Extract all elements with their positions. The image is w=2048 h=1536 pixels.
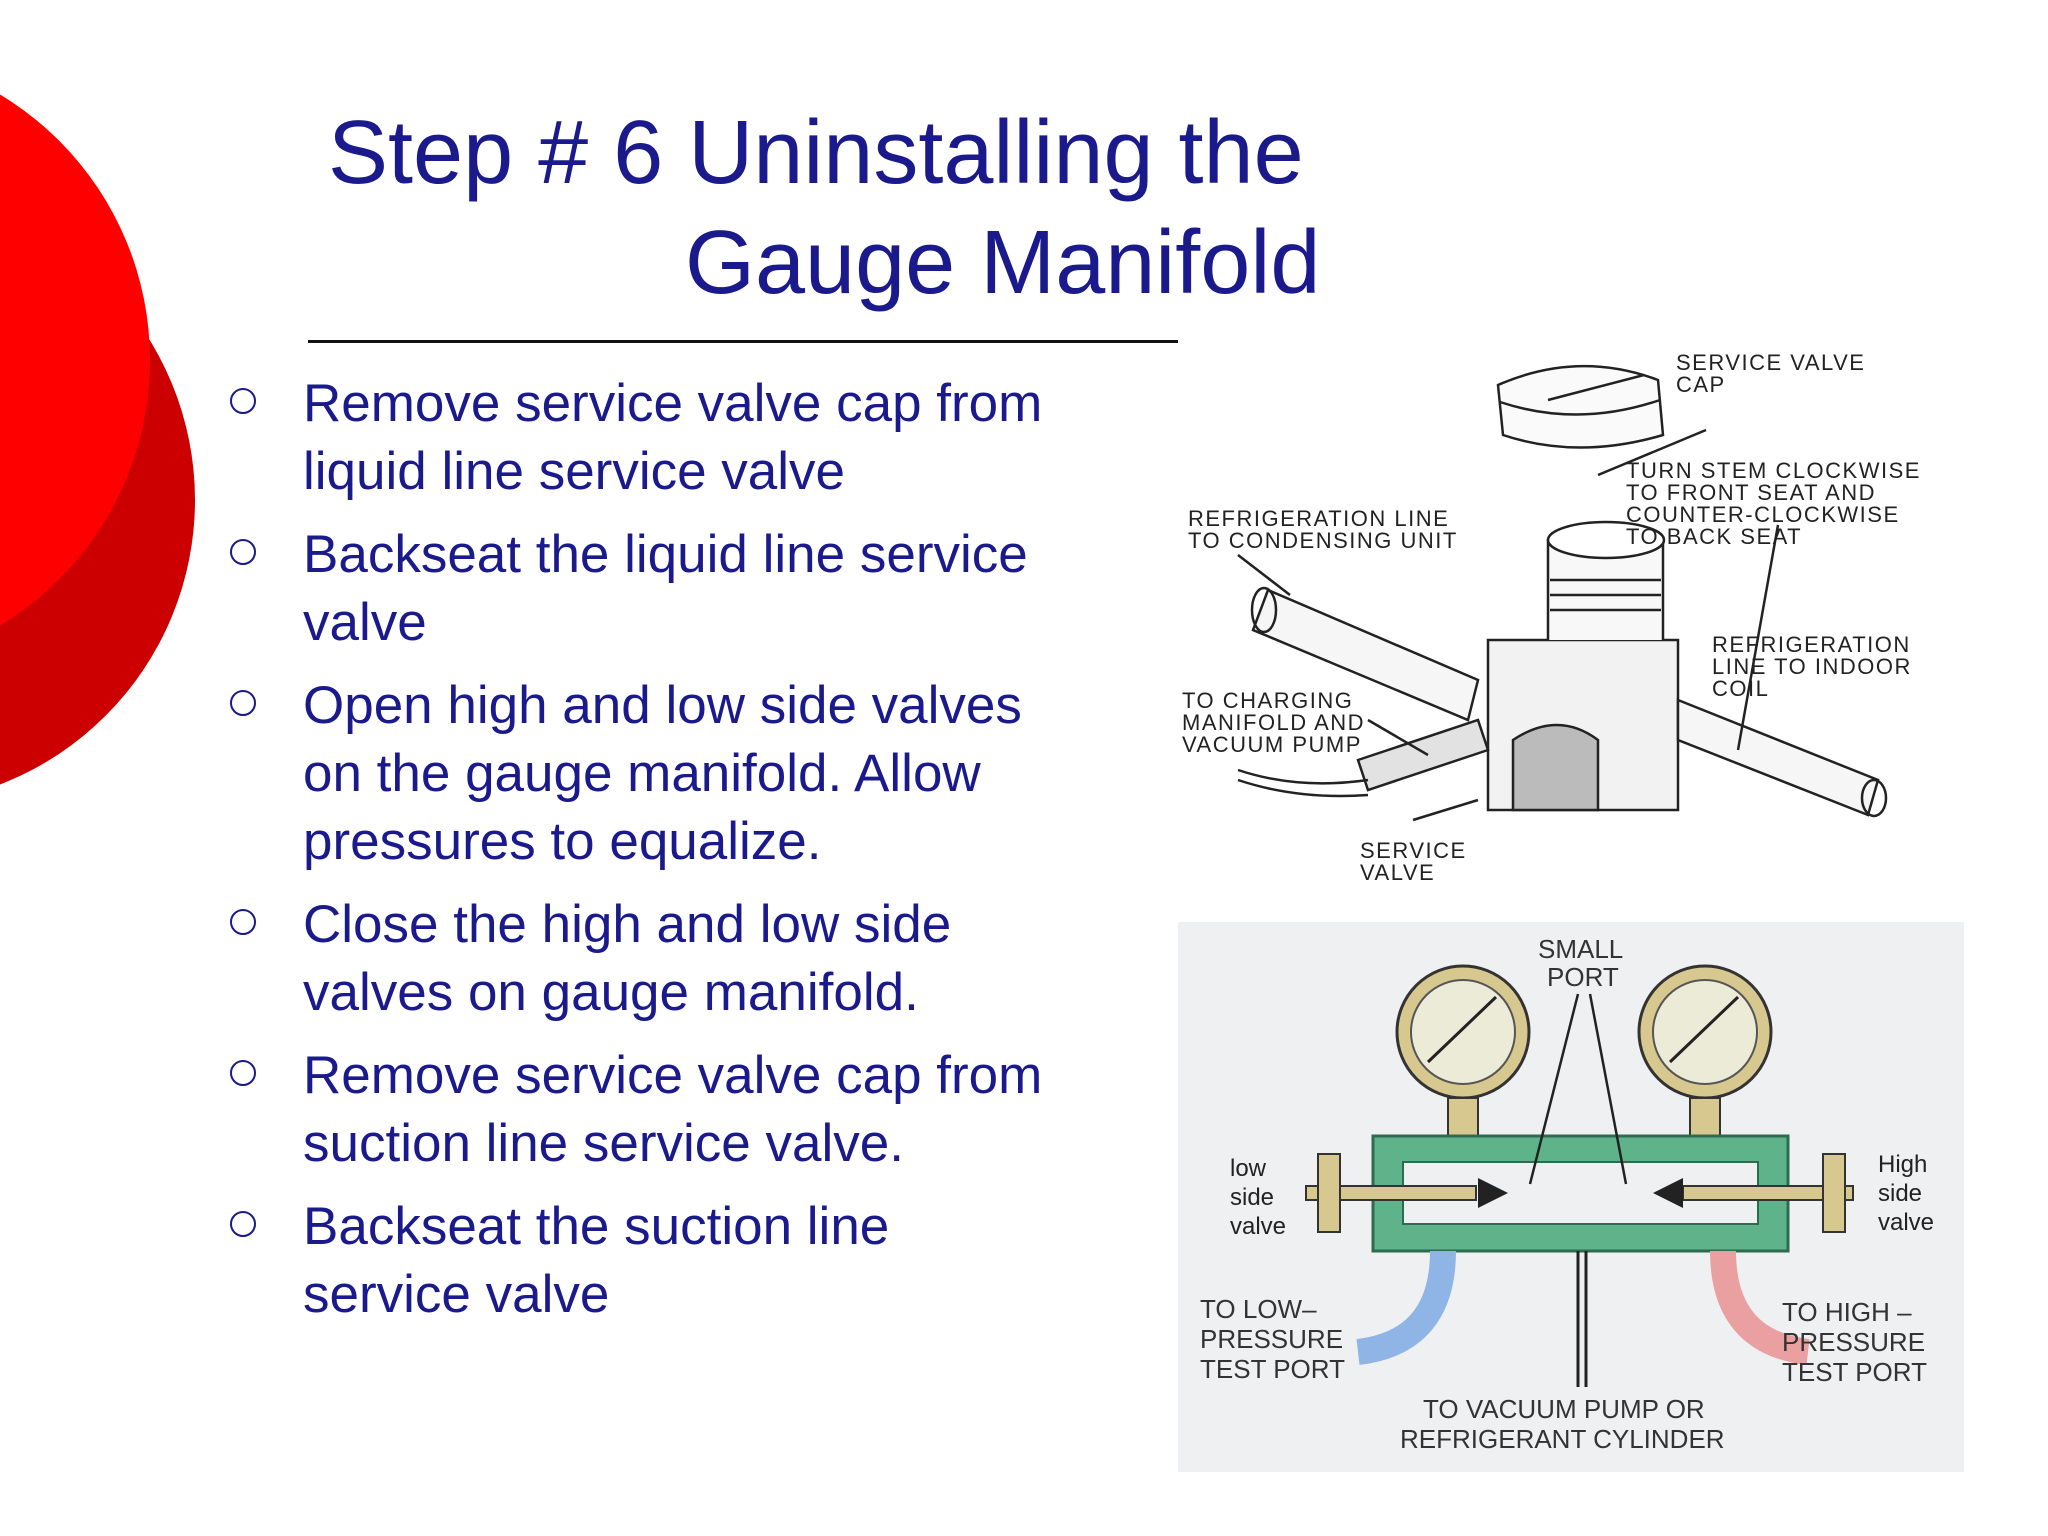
svg-text:MANIFOLD AND: MANIFOLD AND [1182,710,1365,735]
svg-text:PRESSURE: PRESSURE [1782,1327,1925,1357]
svg-text:TEST PORT: TEST PORT [1782,1357,1927,1387]
high-pressure-gauge-icon [1637,964,1773,1137]
service-valve-diagram: SERVICE VALVE CAP TURN STEM CLOCKWISE TO… [1178,340,1958,900]
low-side-knob-icon [1317,1153,1341,1233]
svg-text:REFRIGERANT CYLINDER: REFRIGERANT CYLINDER [1400,1424,1725,1454]
svg-text:SERVICE: SERVICE [1360,838,1467,863]
bullet-circle-icon [230,909,256,935]
svg-text:COUNTER-CLOCKWISE: COUNTER-CLOCKWISE [1626,502,1900,527]
svg-text:COIL: COIL [1712,676,1769,701]
svg-text:TURN STEM CLOCKWISE: TURN STEM CLOCKWISE [1626,458,1921,483]
svg-text:VACUUM PUMP: VACUUM PUMP [1182,732,1362,757]
high-side-knob-icon [1822,1153,1846,1233]
svg-text:TO FRONT SEAT AND: TO FRONT SEAT AND [1626,480,1876,505]
svg-text:SERVICE VALVE: SERVICE VALVE [1676,350,1865,375]
svg-text:PORT: PORT [1547,962,1619,992]
svg-text:TO HIGH –: TO HIGH – [1782,1297,1912,1327]
svg-text:VALVE: VALVE [1360,860,1435,885]
bullet-circle-icon [230,690,256,716]
bullet-circle-icon [230,388,256,414]
svg-text:PRESSURE: PRESSURE [1200,1324,1343,1354]
svg-text:CAP: CAP [1676,372,1726,397]
svg-text:side: side [1878,1180,1922,1207]
slide-title-line1: Step # 6 Uninstalling the [328,103,1304,203]
decorative-red-circles [0,94,195,785]
svg-text:LINE TO INDOOR: LINE TO INDOOR [1712,654,1912,679]
svg-text:TO CONDENSING UNIT: TO CONDENSING UNIT [1188,528,1458,553]
svg-text:REFRIGERATION LINE: REFRIGERATION LINE [1188,506,1449,531]
svg-text:TO VACUUM PUMP OR: TO VACUUM PUMP OR [1423,1394,1705,1424]
svg-text:valve: valve [1878,1209,1934,1236]
svg-text:TEST PORT: TEST PORT [1200,1354,1345,1384]
svg-text:TO LOW–: TO LOW– [1200,1294,1317,1324]
low-pressure-gauge-icon [1395,964,1531,1137]
svg-text:TO CHARGING: TO CHARGING [1182,688,1353,713]
slide-title-line2: Gauge Manifold [685,213,1321,313]
gauge-manifold-diagram: SMALL PORT low side valve High side valv… [1178,922,1964,1472]
svg-text:REFRIGERATION: REFRIGERATION [1712,632,1911,657]
svg-text:valve: valve [1230,1213,1286,1240]
svg-text:High: High [1878,1151,1927,1178]
svg-text:side: side [1230,1184,1274,1211]
svg-text:TO BACK SEAT: TO BACK SEAT [1626,524,1802,549]
bullet-circle-icon [230,1211,256,1237]
svg-text:SMALL: SMALL [1538,934,1623,964]
bullet-circle-icon [230,539,256,565]
title-divider [308,340,1948,343]
bullet-circle-icon [230,1060,256,1086]
svg-text:low: low [1230,1155,1267,1182]
